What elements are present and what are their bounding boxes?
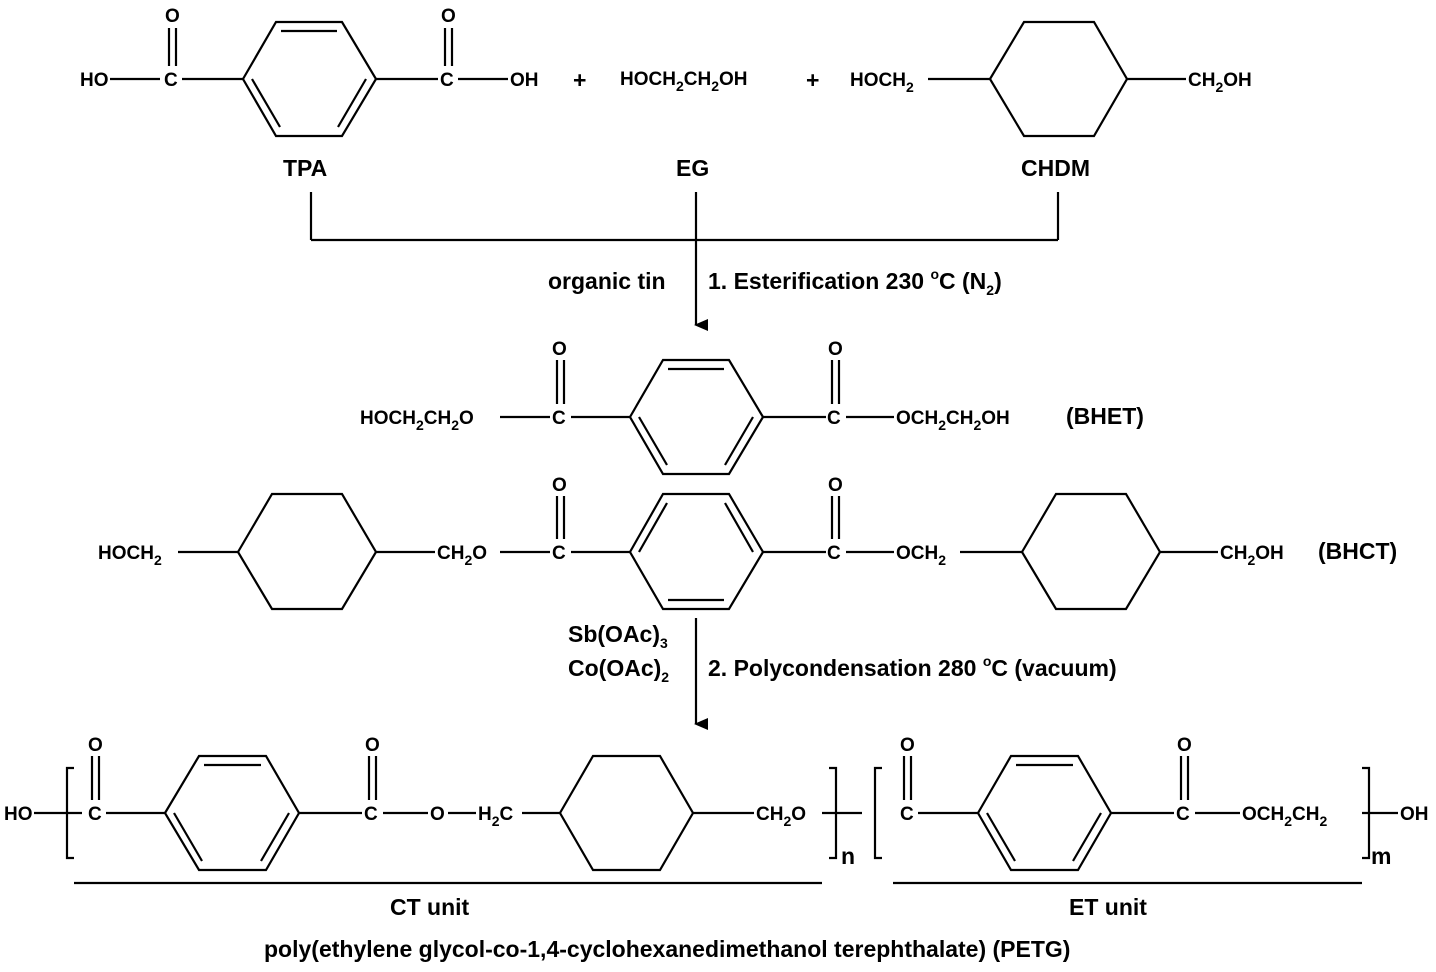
bracket-m-open [873,766,882,860]
step2-catalyst-2: Co(OAc)2 [568,655,669,685]
subscript-n: n [841,843,855,869]
tpa-carbonyl-o-right: O [441,6,456,27]
subscript-m: m [1371,843,1391,869]
chdm-structure: HOCH2 CH2OH CHDM [850,20,1252,181]
tpa-carbonyl-c-right: C [440,70,454,91]
tpa-ho-label: HO [80,70,109,91]
plus-sign-2: + [806,67,819,93]
tpa-oh-label: OH [510,70,539,91]
bhct-carbonyl-o-left: O [552,475,567,496]
bhct-carbonyl-o-right: O [828,475,843,496]
step1-conditions: 1. Esterification 230 oC (N2) [708,266,1002,298]
bhet-carbonyl-c-left: C [552,408,566,429]
bhet-right-group: OCH2CH2OH [896,408,1010,433]
eg-formula: HOCH2CH2OH [620,69,748,94]
petg-structure: HO C O C O O H2C CH2O n C O [4,735,1429,962]
bhct-structure: HOCH2 CH2O C O C O OCH2 CH2OH (BHCT) [98,475,1397,611]
petg-carbonyl-o-3: O [900,735,915,756]
eg-structure: HOCH2CH2OH EG [620,69,748,181]
step1-catalyst: organic tin [548,268,666,294]
tpa-carbonyl-o-left: O [165,6,180,27]
et-unit-label: ET unit [1069,894,1147,920]
reaction-arrow-1 [309,192,1060,331]
bhet-carbonyl-o-left: O [552,339,567,360]
bhet-label: (BHET) [1066,403,1144,429]
bhct-mid-left-group: CH2O [437,543,487,568]
tpa-benzene-ring [241,20,378,138]
ct-unit-label: CT unit [390,894,470,920]
bhct-carbonyl-c-right: C [827,543,841,564]
petg-carbonyl-c-3: C [900,804,914,825]
tpa-structure: HO C O C O OH TPA [80,6,539,181]
tpa-label: TPA [283,155,327,181]
bhet-carbonyl-o-right: O [828,339,843,360]
chdm-left-group: HOCH2 [850,70,914,95]
eg-label: EG [676,155,709,181]
bhct-cyclohexane-ring-right [1020,492,1162,611]
bhet-structure: HOCH2CH2O C O C O OCH2CH2OH (BHET) [360,339,1144,476]
petg-carbonyl-c-2: C [364,804,378,825]
petg-full-name: poly(ethylene glycol-co-1,4-cyclohexaned… [264,936,1070,962]
petg-carbonyl-o-2: O [365,735,380,756]
petg-cyclohexane-ring [558,754,695,872]
chdm-cyclohexane-ring [988,20,1129,138]
petg-h2c: H2C [478,804,514,829]
chdm-label: CHDM [1021,155,1090,181]
bhet-benzene-ring [628,358,765,476]
bhct-right-group: CH2OH [1220,543,1284,568]
petg-oh-end: OH [1400,804,1429,825]
bhct-left-group: HOCH2 [98,543,162,568]
bracket-m-close [1362,766,1371,860]
step2-catalyst-1: Sb(OAc)3 [568,621,668,651]
tpa-carbonyl-c-left: C [164,70,178,91]
bhct-label: (BHCT) [1318,538,1397,564]
bhet-carbonyl-c-right: C [827,408,841,429]
petg-carbonyl-o-1: O [88,735,103,756]
bhct-cyclohexane-ring-left [236,492,378,611]
bhct-mid-right-group: OCH2 [896,543,946,568]
chdm-right-group: CH2OH [1188,70,1252,95]
petg-och2ch2: OCH2CH2 [1242,804,1327,829]
step2-conditions: 2. Polycondensation 280 oC (vacuum) [708,653,1117,681]
petg-carbonyl-c-4: C [1176,804,1190,825]
petg-ct-benzene-ring [163,754,301,872]
bhct-benzene-ring [628,492,765,611]
petg-et-benzene-ring [976,754,1113,872]
petg-ester-o: O [430,804,445,825]
petg-ho-end: HO [4,804,33,825]
bracket-n-open [65,766,74,860]
bhet-left-group: HOCH2CH2O [360,408,474,433]
bhct-carbonyl-c-left: C [552,543,566,564]
petg-carbonyl-c-1: C [88,804,102,825]
petg-carbonyl-o-4: O [1177,735,1192,756]
petg-ch2o: CH2O [756,804,806,829]
plus-sign-1: + [573,67,586,93]
bracket-n-close [829,766,838,860]
